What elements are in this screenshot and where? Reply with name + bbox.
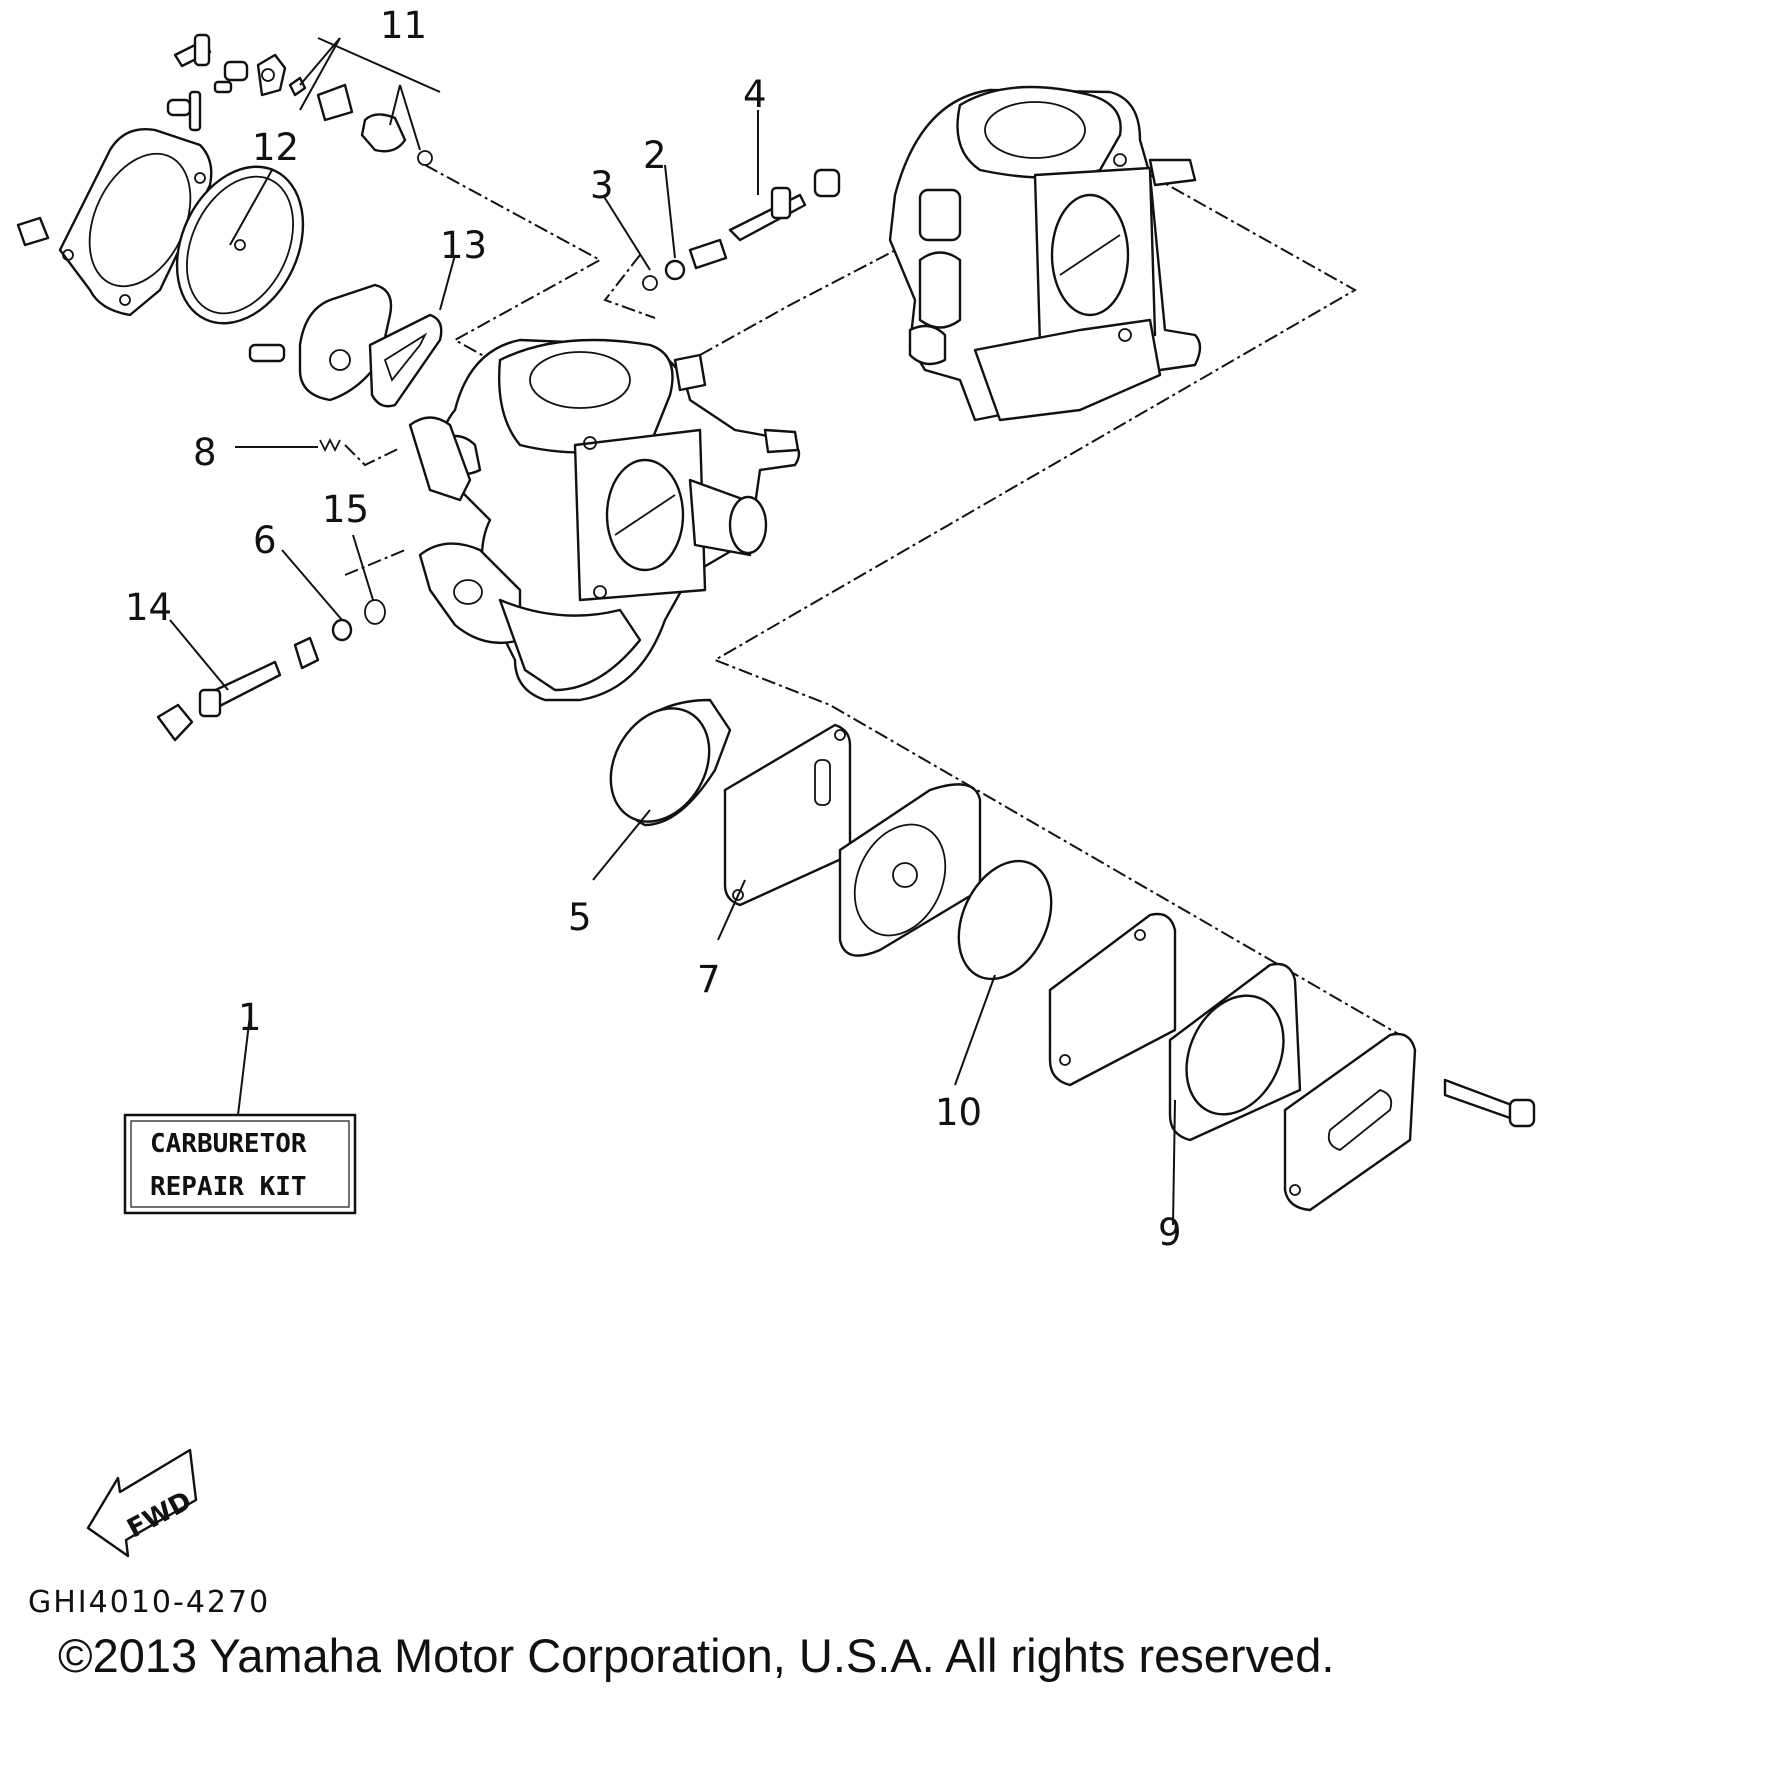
needle-valve-group (642, 168, 841, 291)
spring-8 (319, 437, 341, 453)
callout-7: 7 (697, 958, 721, 1001)
copyright-notice: ©2013 Yamaha Motor Corporation, U.S.A. A… (58, 1629, 1335, 1682)
callout-10: 10 (935, 1091, 982, 1134)
callout-leader-lines (169, 37, 1176, 1226)
callout-9: 9 (1158, 1211, 1182, 1254)
callout-2: 2 (643, 134, 667, 177)
diagram-code: GHI4010-4270 (28, 1585, 270, 1620)
assembly-lines (344, 164, 1401, 1036)
callout-5: 5 (568, 896, 592, 939)
callout-14: 14 (125, 586, 172, 629)
callout-15: 15 (322, 488, 369, 531)
callout-3: 3 (590, 164, 614, 207)
callout-13: 13 (440, 224, 487, 267)
kit-label-line1: CARBURETOR (150, 1129, 307, 1159)
repair-kit-box: CARBURETOR REPAIR KIT (123, 1113, 357, 1215)
callout-6: 6 (253, 519, 277, 562)
callout-12: 12 (252, 126, 299, 169)
front-carburetor-body (408, 338, 801, 702)
forward-direction-arrow: FWD (86, 1448, 198, 1558)
pump-cover-group (16, 128, 443, 408)
pilot-screw-group (156, 599, 386, 742)
callout-1: 1 (238, 996, 262, 1039)
kit-label-line2: REPAIR KIT (150, 1172, 307, 1202)
callout-8: 8 (193, 431, 217, 474)
lower-exploded-stack (609, 698, 1536, 1212)
rear-carburetor-body (888, 85, 1202, 422)
choke-parts-group (166, 33, 433, 166)
callout-numbers: 11 12 13 3 2 4 8 15 6 14 5 7 10 9 1 (125, 4, 1182, 1254)
callout-4: 4 (743, 73, 767, 116)
callout-11: 11 (380, 4, 427, 47)
